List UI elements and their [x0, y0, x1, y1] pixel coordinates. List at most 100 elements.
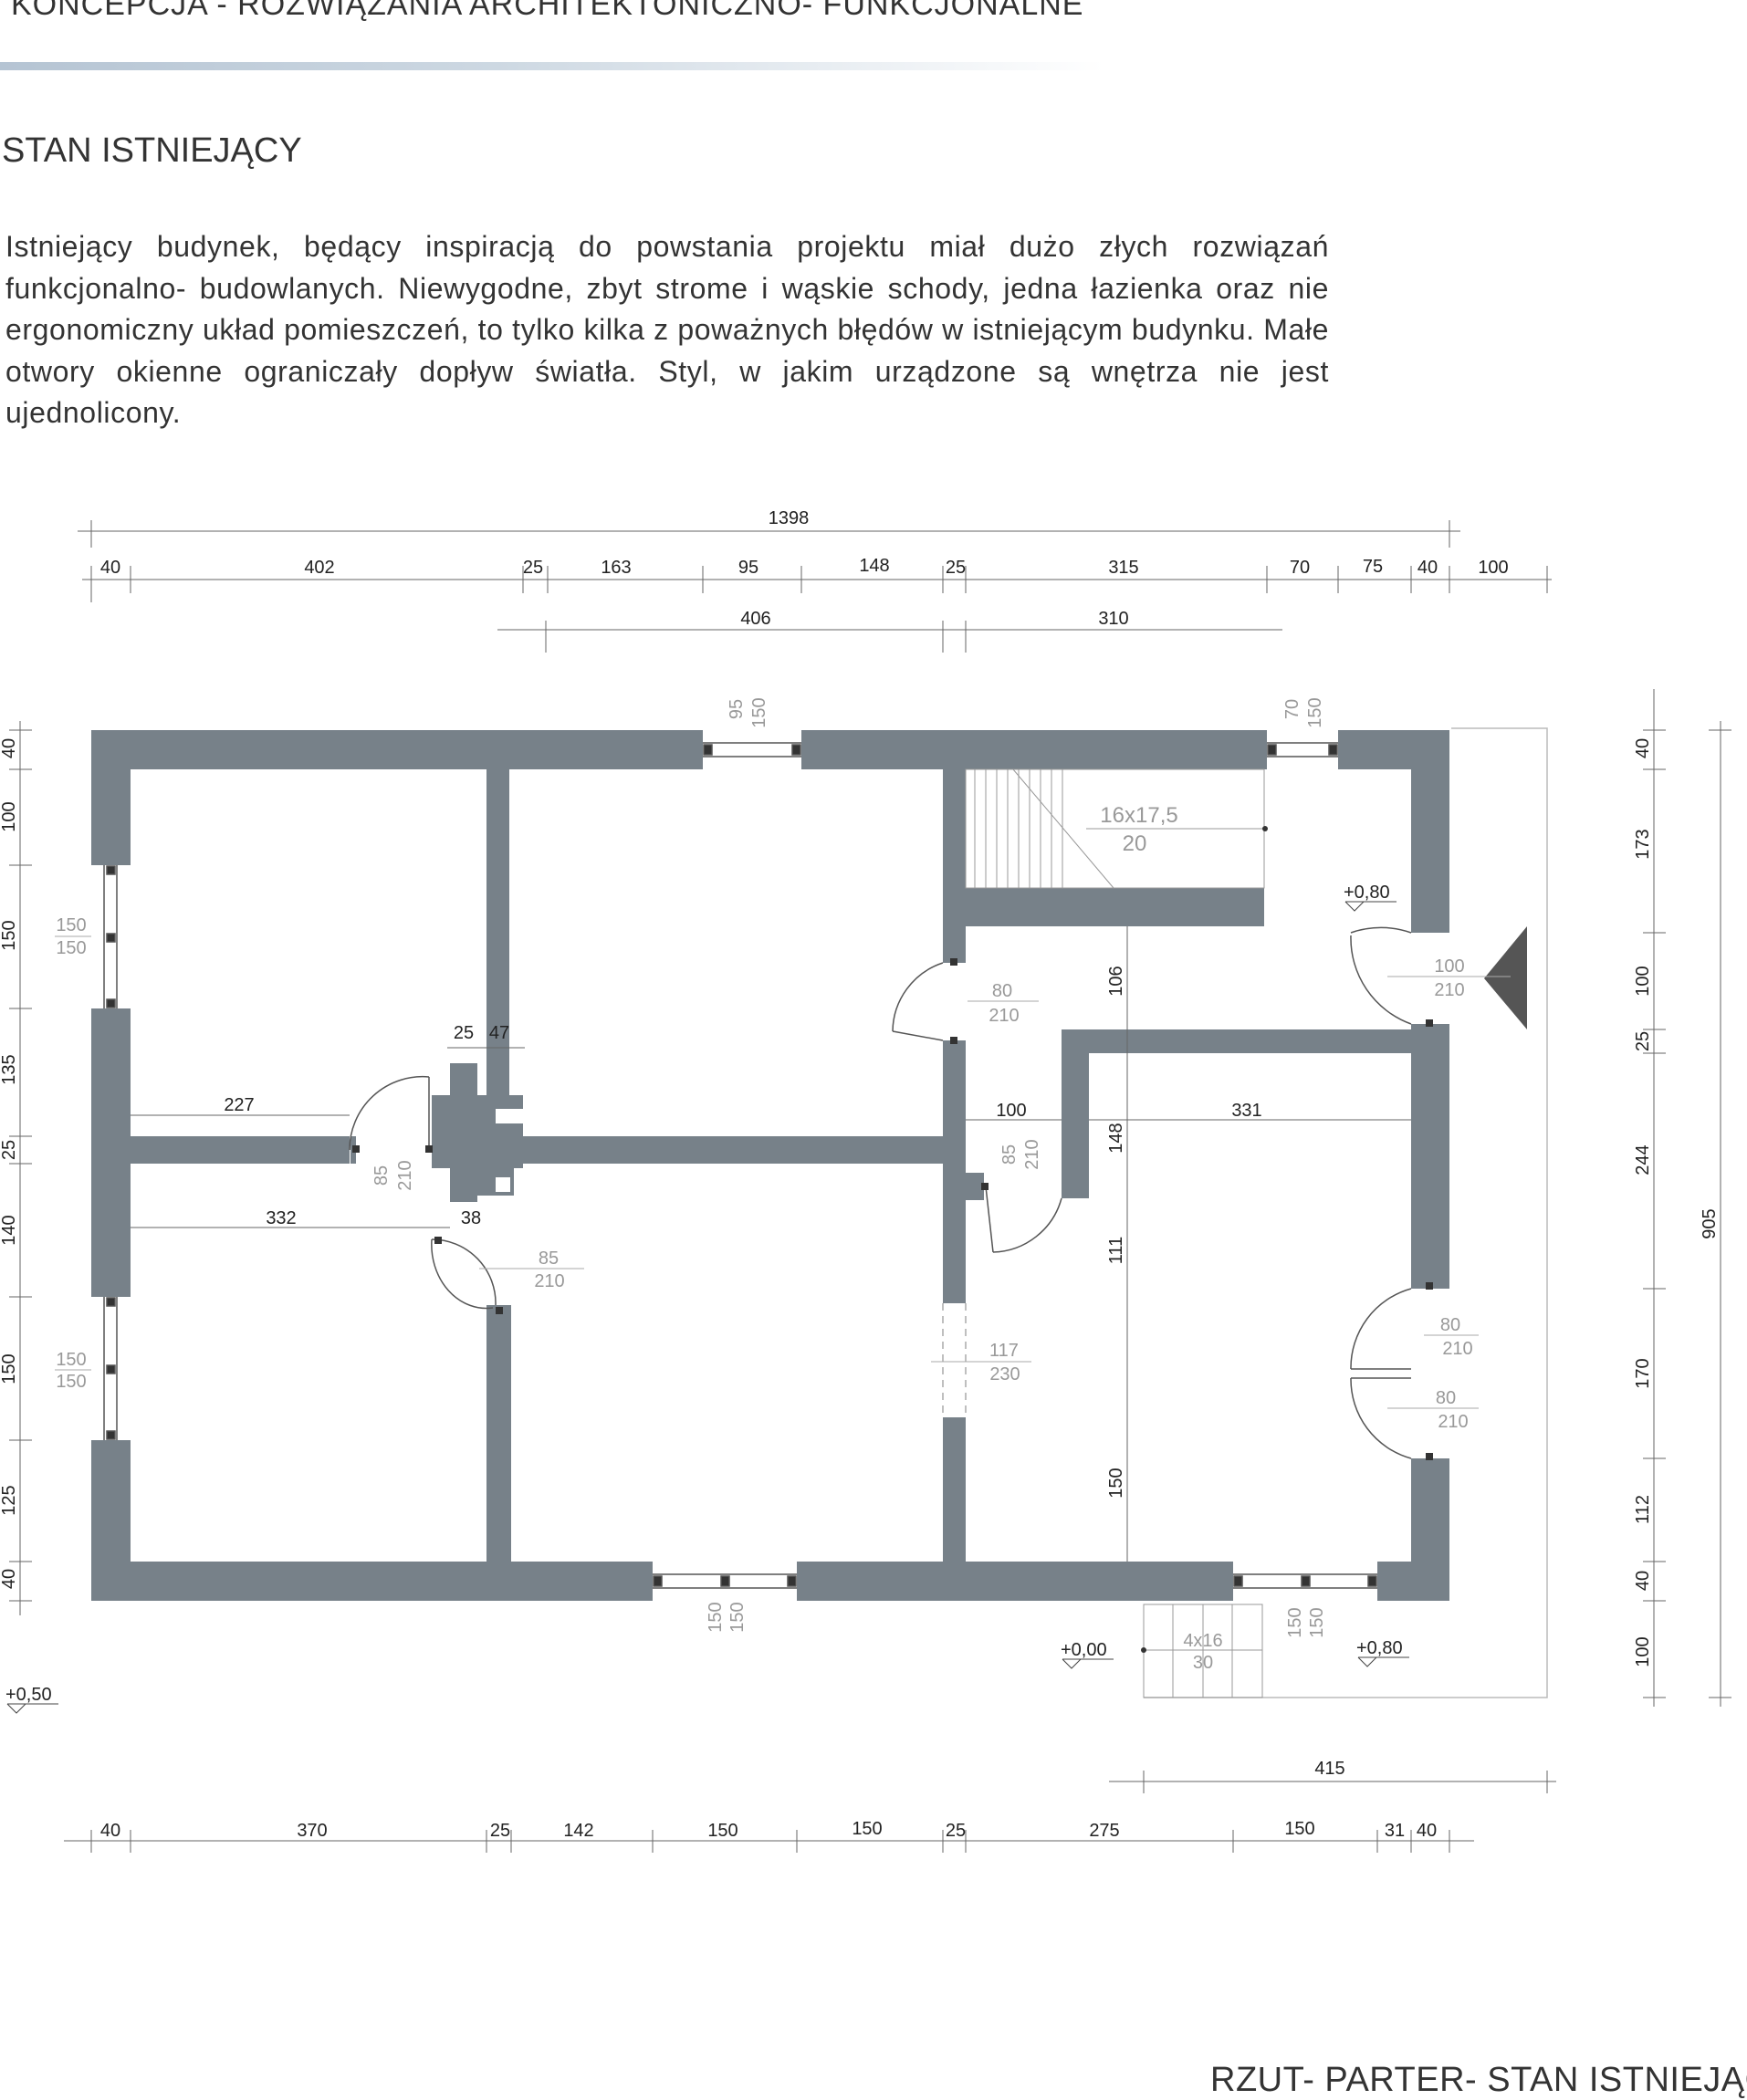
left-dim: 140 — [0, 1215, 19, 1245]
top-dim: 40 — [100, 558, 120, 578]
left-dim: 100 — [0, 801, 19, 831]
bottom-dim: 31 — [1385, 1821, 1405, 1841]
dimension-lines — [9, 520, 1731, 1853]
top-dim: 163 — [601, 558, 631, 578]
stair-spec: 4x16 — [1183, 1631, 1222, 1651]
opening-width: 150 — [706, 1602, 726, 1632]
top-dim: 100 — [1478, 558, 1508, 578]
opening-height: 150 — [727, 1602, 748, 1632]
left-dim: 135 — [0, 1054, 19, 1084]
opening-width: 150 — [1285, 1607, 1305, 1637]
right-dim: 25 — [1633, 1031, 1653, 1051]
right-dim: 173 — [1633, 829, 1653, 859]
right-dim: 100 — [1633, 966, 1653, 996]
opening-height: 210 — [534, 1271, 564, 1291]
left-dim: 25 — [0, 1140, 19, 1160]
level-mark: +0,80 — [1356, 1638, 1403, 1658]
right-dim: 40 — [1633, 1571, 1653, 1591]
opening-width: 70 — [1282, 699, 1302, 719]
left-dim: 40 — [0, 738, 19, 758]
level-arrows — [6, 901, 1409, 1714]
bottom-dim: 142 — [563, 1821, 593, 1841]
top-dim: 25 — [523, 558, 543, 578]
staircase — [965, 768, 1265, 889]
stair-spec: 20 — [1123, 831, 1147, 856]
dimension-labels: 1398 40 402 25 163 95 148 25 315 70 75 4… — [0, 508, 1720, 1841]
opening-width: 100 — [1434, 956, 1464, 977]
right-dim: 244 — [1633, 1144, 1653, 1175]
interior-dim: 148 — [1106, 1123, 1126, 1153]
opening-width: 85 — [999, 1144, 1020, 1165]
interior-dim: 227 — [224, 1095, 254, 1115]
top-dim: 95 — [738, 558, 758, 578]
top-dim: 148 — [859, 556, 889, 576]
level-marks: +0,80 +0,00 +0,80 +0,50 — [5, 883, 1403, 1705]
right-dim: 40 — [1633, 738, 1653, 758]
passage-opening — [942, 1303, 967, 1417]
opening-underlines — [55, 935, 1511, 1409]
opening-width: 150 — [56, 915, 86, 935]
top-dim: 40 — [1417, 558, 1438, 578]
step-dot — [1141, 1647, 1146, 1653]
bottom-dim: 150 — [707, 1821, 738, 1841]
bottom-dim: 25 — [946, 1821, 966, 1841]
top-dim: 315 — [1108, 558, 1138, 578]
right-dim: 100 — [1633, 1636, 1653, 1666]
right-total: 905 — [1700, 1208, 1720, 1238]
opening-height: 150 — [56, 938, 86, 958]
interior-dim: 100 — [996, 1101, 1026, 1121]
opening-width: 150 — [56, 1350, 86, 1370]
windows — [103, 742, 1377, 1589]
opening-height: 150 — [749, 697, 769, 727]
interior-dim: 331 — [1231, 1101, 1261, 1121]
opening-width: 80 — [1440, 1315, 1460, 1335]
right-dim: 170 — [1633, 1358, 1653, 1388]
bottom-dim: 25 — [490, 1821, 510, 1841]
entrance-arrow — [1484, 926, 1527, 1029]
level-mark: +0,00 — [1061, 1640, 1107, 1660]
left-dim: 40 — [0, 1569, 19, 1589]
opening-height: 210 — [395, 1160, 415, 1190]
header-divider — [0, 62, 1104, 70]
interior-dim: 150 — [1106, 1468, 1126, 1498]
wall-notches — [496, 1109, 523, 1192]
top-dim2: 310 — [1098, 609, 1128, 629]
page-header: KONCEPCJA - ROZWIĄZANIA ARCHITEKTONICZNO… — [11, 0, 1084, 22]
description-paragraph: Istniejący budynek, będący inspiracją do… — [5, 230, 1329, 429]
opening-width: 80 — [1436, 1388, 1456, 1408]
bottom-dim: 40 — [100, 1821, 120, 1841]
opening-height: 150 — [56, 1372, 86, 1392]
opening-height: 210 — [1442, 1339, 1472, 1359]
top-total: 1398 — [769, 508, 810, 528]
left-dim: 150 — [0, 920, 19, 950]
interior-dim: 47 — [489, 1023, 509, 1043]
right-dim: 112 — [1633, 1495, 1653, 1524]
opening-width: 80 — [992, 981, 1012, 1001]
interior-dim: 25 — [454, 1023, 474, 1043]
opening-height: 150 — [1307, 1607, 1327, 1637]
opening-width: 85 — [539, 1249, 559, 1269]
opening-width: 95 — [727, 699, 747, 719]
left-dim: 150 — [0, 1353, 19, 1384]
floor-plan: 1398 40 402 25 163 95 148 25 315 70 75 4… — [0, 508, 1731, 1853]
opening-height: 230 — [989, 1364, 1020, 1384]
interior-dim: 332 — [266, 1208, 296, 1228]
top-dim: 70 — [1290, 558, 1310, 578]
bottom-dim: 150 — [852, 1819, 882, 1839]
opening-height: 210 — [1022, 1139, 1042, 1169]
plan-caption: RZUT- PARTER- STAN ISTNIEJĄCY — [1210, 2061, 1747, 2099]
bottom-dim: 370 — [297, 1821, 327, 1841]
top-dim: 402 — [304, 558, 334, 578]
entrance-steps — [1143, 1604, 1263, 1698]
opening-height: 150 — [1305, 697, 1325, 727]
doors — [349, 926, 1433, 1460]
stair-spec: 30 — [1193, 1653, 1213, 1673]
interior-dim: 111 — [1106, 1237, 1126, 1264]
left-dim: 125 — [0, 1485, 19, 1515]
bottom-dim: 40 — [1417, 1821, 1437, 1841]
opening-height: 210 — [1438, 1412, 1468, 1432]
opening-labels: 95 150 70 150 150 150 150 150 150 150 15… — [56, 697, 1472, 1673]
interior-dim: 38 — [461, 1208, 481, 1228]
opening-height: 210 — [1434, 980, 1464, 1000]
level-mark: +0,50 — [5, 1685, 52, 1705]
